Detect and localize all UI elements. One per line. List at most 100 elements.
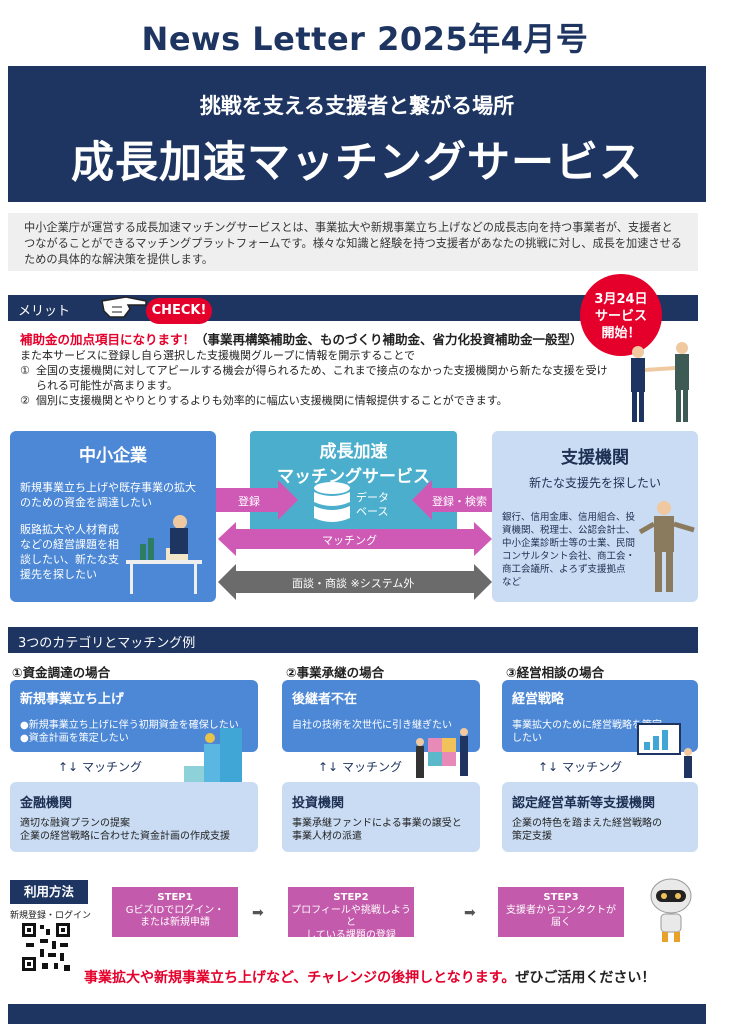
category-heading: ③経営相談の場合 [506, 665, 605, 680]
meeting-arrow-label: 面談・商談 ※システム外 [292, 577, 415, 590]
category-need-card: 後継者不在 自社の技術を次世代に引き継ぎたい [282, 680, 480, 752]
usage-label: 利用方法 [10, 880, 88, 904]
qr-code-icon[interactable] [20, 921, 72, 973]
subsidy-detail: （事業再構築補助金、ものづくり補助金、省力化投資補助金一般型） [195, 332, 583, 347]
succession-illustration [416, 728, 468, 778]
badge-line: 開始！ [601, 326, 641, 341]
category-need-card: 新規事業立ち上げ ●新規事業立ち上げに伴う初期資金を確保したい ●資金計画を策定… [10, 680, 258, 752]
merit-item: ① 全国の支援機関に対してアピールする機会が得られるため、これまで接点のなかった支… [20, 363, 610, 393]
register-arrow-label: 登録 [238, 495, 260, 508]
merit-lead: また本サービスに登録し自ら選択した支援機関グループに情報を開示することで [20, 349, 416, 362]
support-desc-line: 事業人材の派遣 [292, 831, 362, 842]
step-box: STEP2 プロフィールや挑戦しようと している課題の登録 [288, 887, 414, 941]
meeting-arrow [218, 564, 492, 600]
categories-section-bar: 3つのカテゴリとマッチング例 [8, 627, 698, 653]
merit-item-text: 個別に支援機関とやりとりするよりも効率的に幅広い支援機関に情報提供することができ… [36, 394, 508, 407]
arrow-right-icon: ➡ [464, 905, 476, 921]
qr-caption: 新規登録・ログイン [10, 911, 92, 921]
register-search-arrow-label: 登録・検索 [432, 495, 487, 508]
step-text-line: プロフィールや挑戦しようと [291, 904, 411, 929]
need-desc-line: 自社の技術を次世代に引き継ぎたい [292, 720, 452, 731]
badge-line: サービス [594, 309, 647, 324]
pointing-hand-icon [101, 296, 147, 318]
need-desc-line: 事業拡大のために経営戦略を策定 [512, 720, 662, 731]
support-title: 投資機関 [292, 796, 345, 811]
hero-banner: 挑戦を支える支援者と繋がる場所 成長加速マッチングサービス [8, 66, 706, 202]
category-heading: ①資金調達の場合 [12, 665, 111, 680]
service-title-line2: マッチングサービス [277, 467, 430, 487]
service-title-line1: 成長加速 [319, 442, 388, 462]
support-desc-line: 企業の特色を踏まえた経営戦略の [512, 818, 662, 829]
check-badge: CHECK! [146, 298, 212, 324]
matching-arrow-label: マッチング [322, 534, 377, 547]
merit-item: ② 個別に支援機関とやりとりするよりも効率的に幅広い支援機関に情報提供することがで… [20, 393, 610, 408]
matching-text: マッチング [81, 760, 142, 774]
category-support-card: 認定経営革新等支援機関 企業の特色を踏まえた経営戦略の 策定支援 [502, 782, 698, 852]
merit-section-label: メリット [18, 304, 71, 319]
support-title: 金融機関 [20, 796, 73, 811]
need-title: 新規事業立ち上げ [20, 692, 125, 707]
categories-section-label: 3つのカテゴリとマッチング例 [18, 636, 196, 651]
supporter-title: 支援機関 [561, 448, 629, 468]
start-date-badge: 3月24日 サービス 開始！ [580, 274, 662, 356]
need-desc-line: ●新規事業立ち上げに伴う初期資金を確保したい [20, 720, 239, 731]
step-number: STEP1 [157, 892, 193, 903]
category-support-card: 金融機関 適切な融資プランの提案 企業の経営戦略に合わせた資金計画の作成支援 [10, 782, 258, 852]
intro-text: 中小企業庁が運営する成長加速マッチングサービスとは、事業拡大や新規事業立ち上げな… [8, 213, 698, 271]
strategy-chart-illustration [637, 723, 692, 778]
merit-body: 補助金の加点項目になります！（事業再構築補助金、ものづくり補助金、省力化投資補助… [20, 332, 610, 408]
merit-item-number: ② [20, 394, 30, 407]
matching-arrows-icon: ↑↓ [58, 760, 82, 774]
step-box: STEP1 GビズIDでログイン・ または新規申請 [112, 887, 238, 937]
handshake-illustration [631, 342, 689, 422]
matching-arrows-icon: ↑↓ [538, 760, 562, 774]
consultant-illustration [638, 501, 695, 592]
closing-black: ぜひご活用ください！ [515, 970, 656, 986]
arrow-right-icon: ➡ [252, 905, 264, 921]
hero-subtitle: 挑戦を支える支援者と繋がる場所 [199, 94, 515, 118]
category-need-card: 経営戦略 事業拡大のために経営戦略を策定 したい [502, 680, 698, 752]
service-box: 成長加速 マッチングサービス [250, 431, 457, 541]
need-desc-line: ●資金計画を策定したい [20, 733, 129, 744]
matching-text: マッチング [341, 760, 402, 774]
need-title: 後継者不在 [292, 692, 358, 707]
database-icon [314, 482, 350, 522]
database-label: データベース [356, 491, 389, 518]
step-number: STEP3 [543, 892, 579, 903]
category-support-card: 投資機関 事業承継ファンドによる事業の譲受と 事業人材の派遣 [282, 782, 480, 852]
robot-mascot-icon [650, 878, 692, 942]
category-heading: ②事業承継の場合 [286, 665, 385, 680]
support-desc-line: 事業承継ファンドによる事業の譲受と [292, 818, 462, 829]
matching-arrow [218, 522, 492, 556]
step-number: STEP2 [333, 892, 369, 903]
step-box: STEP3 支援者からコンタクトが 届く [498, 887, 624, 937]
register-arrow [216, 480, 298, 520]
matching-label: ↑↓ マッチング [318, 758, 402, 775]
city-finance-illustration [184, 728, 242, 784]
merit-item-text: 全国の支援機関に対してアピールする機会が得られるため、これまで接点のなかった支援… [36, 364, 608, 392]
step-text-line: GビズIDでログイン・ [125, 904, 225, 916]
smb-desc-2: 販路拡大や人材育成などの経営課題を相談したい、新たな支援先を探したい [20, 523, 119, 581]
need-title: 経営戦略 [512, 692, 565, 707]
closing-message: 事業拡大や新規事業立ち上げなど、チャレンジの後押しとなります。ぜひご活用ください… [84, 967, 655, 987]
smb-box: 中小企業 新規事業立ち上げや既存事業の拡大のための資金を調達したい 販路拡大や人… [10, 431, 216, 602]
step-text-line: している課題の登録 [306, 929, 396, 941]
supporter-desc: 銀行、信用金庫、信用組合、投資機関、税理士、公認会計士、中小企業診断士等の士業、… [502, 512, 636, 588]
worried-businessman-illustration [126, 515, 202, 594]
matching-text: マッチング [561, 760, 622, 774]
register-search-arrow [412, 480, 492, 520]
step-text-line: 届く [551, 917, 571, 928]
merit-item-number: ① [20, 364, 30, 377]
support-desc-line: 適切な融資プランの提案 [20, 818, 130, 829]
supporter-subtitle: 新たな支援先を探したい [528, 476, 661, 490]
support-title: 認定経営革新等支援機関 [512, 796, 656, 811]
support-desc-line: 企業の経営戦略に合わせた資金計画の作成支援 [20, 831, 230, 842]
smb-desc-1: 新規事業立ち上げや既存事業の拡大のための資金を調達したい [20, 481, 196, 509]
step-text-line: 支援者からコンタクトが [506, 904, 616, 916]
newsletter-title: News Letter 2025年4月号 [141, 20, 589, 58]
closing-red: 事業拡大や新規事業立ち上げなど、チャレンジの後押しとなります。 [84, 970, 516, 986]
matching-arrows-icon: ↑↓ [318, 760, 342, 774]
matching-label: ↑↓ マッチング [58, 758, 142, 775]
need-desc-line: したい [512, 733, 542, 744]
